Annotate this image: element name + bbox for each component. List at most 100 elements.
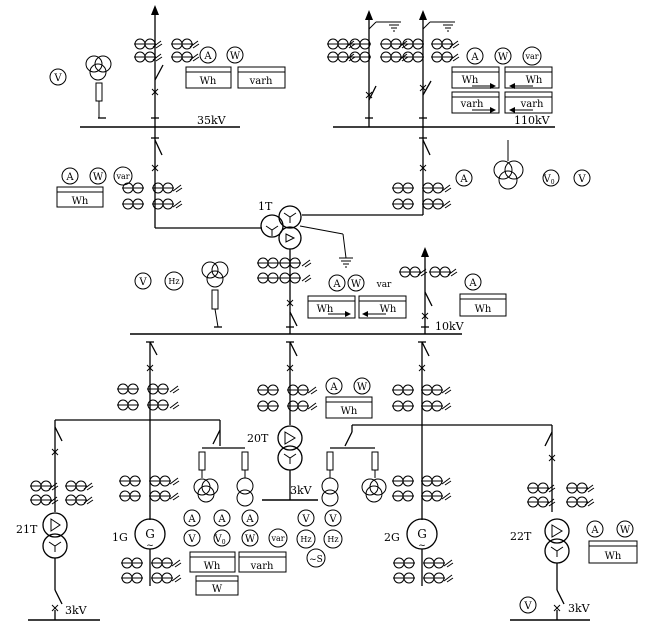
svg-text:Hz: Hz [327,535,338,544]
energy-varh-35kv: varh [237,66,286,89]
meter-varmeter-110kv: var [522,46,542,66]
svg-text:Hz: Hz [300,535,311,544]
energy-wh-22t: Wh [588,540,638,564]
svg-text:A: A [332,279,341,290]
label-1g: 1G [112,531,128,544]
label-22t: 22T [510,530,532,543]
generator-2g: G ~ [406,518,438,586]
meter-varmeter-1g: var [268,528,288,548]
energy-wh-10kv-feeder: Wh [459,293,507,317]
svg-text:W: W [212,584,223,595]
energy-wh-1t-35: Wh [56,186,104,208]
pt-110kv [493,140,524,190]
svg-text:var: var [115,172,129,181]
svg-text:V: V [577,174,586,185]
svg-text:W: W [351,279,362,290]
meter-frequency-2g-b: Hz [323,529,343,549]
svg-text:A: A [203,51,212,62]
svg-text:A: A [470,52,479,63]
meter-ammeter-1t-110: A [455,169,473,187]
energy-wh-1t-10-in: Wh [307,295,356,319]
svg-text:var: var [524,52,538,61]
meter-zero-seq-v-110: V0 [542,169,560,187]
feeder-22t [526,425,595,620]
meter-wattmeter-35kv: W [226,46,244,64]
svg-text:var: var [376,280,392,290]
svg-text:A: A [245,514,254,525]
svg-text:V0: V0 [542,174,554,186]
feeder-1t-10kv [256,257,312,327]
svg-text:V0: V0 [213,534,225,546]
svg-text:Wh: Wh [204,561,221,572]
meter-synchroscope: ~S [306,548,326,568]
meter-voltmeter-10kv: V [134,272,152,290]
meter-ammeter-1g-b: A [213,509,231,527]
feeder-2g-pt-branch [321,425,387,507]
label-21t: 21T [16,523,38,536]
svg-text:A: A [329,382,338,393]
meter-voltmeter-1g: V [183,529,201,547]
svg-text:W: W [230,51,241,62]
meter-voltmeter-2g-a: V [297,509,315,527]
svg-text:V: V [328,514,337,525]
pt-10kv [201,261,229,328]
svg-text:varh: varh [520,99,544,110]
svg-text:Wh: Wh [380,304,397,315]
meter-voltmeter-110: V [573,169,591,187]
energy-varh-110kv-in: varh [451,91,500,114]
meter-wattmeter-20t: W [353,377,371,395]
svg-text:W: W [620,525,631,536]
bus-label-10kv: 10kV [435,320,465,333]
svg-text:varh: varh [249,76,273,87]
meter-wattmeter-22t: W [616,520,634,538]
bus-label-110kv: 110kV [514,114,551,127]
feeder-20t [256,341,318,500]
svg-text:A: A [187,514,196,525]
meter-varmeter-1t-10: var [376,280,392,290]
bus-label-3kv-20t: 3kV [290,484,313,497]
svg-text:G: G [145,527,155,541]
link-35kv-to-1t [121,127,262,229]
svg-text:Wh: Wh [462,75,479,86]
svg-text:A: A [468,278,477,289]
svg-text:W: W [245,534,256,545]
svg-text:V: V [138,277,147,288]
svg-text:varh: varh [250,561,274,572]
meter-frequency-10kv: Hz [164,271,184,291]
meter-ammeter-22t: A [586,520,604,538]
svg-text:V: V [301,514,310,525]
svg-text:V: V [523,601,532,612]
meter-wattmeter-1t-35: W [89,167,107,185]
svg-text:W: W [357,382,368,393]
generator-1g: G ~ [134,518,166,586]
feeder-1g-pt-branch [193,420,254,507]
svg-text:Wh: Wh [475,304,492,315]
svg-text:G: G [417,527,427,541]
ct-110kv-group [326,38,460,63]
energy-w-1g: W [195,575,239,596]
svg-text:W: W [498,52,509,63]
svg-text:Hz: Hz [168,277,179,286]
svg-text:A: A [65,172,74,183]
energy-varh-1g: varh [238,551,287,573]
energy-varh-110kv-out: varh [504,91,553,114]
energy-wh-35kv: Wh [185,66,232,89]
meter-voltmeter-22t: V [519,596,537,614]
svg-text:Wh: Wh [605,551,622,562]
svg-text:A: A [217,514,226,525]
feeder-2g-main [352,341,552,520]
pt-35kv [85,55,112,118]
svg-text:var: var [270,534,284,543]
svg-text:Wh: Wh [341,406,358,417]
meter-ammeter-1g-a: A [183,509,201,527]
feeder-110kv-b [419,10,456,127]
meter-zero-seq-v-1g: V0 [213,529,231,547]
feeder-10kv-outgoing [398,247,458,334]
meter-ammeter-1t-10: A [328,274,346,292]
bus-label-3kv-21t: 3kV [65,604,88,617]
meter-ammeter-1g-c: A [241,509,259,527]
svg-text:~: ~ [418,541,426,551]
meter-voltmeter-35kv: V [49,68,67,86]
svg-text:A: A [459,174,468,185]
svg-text:Wh: Wh [526,75,543,86]
